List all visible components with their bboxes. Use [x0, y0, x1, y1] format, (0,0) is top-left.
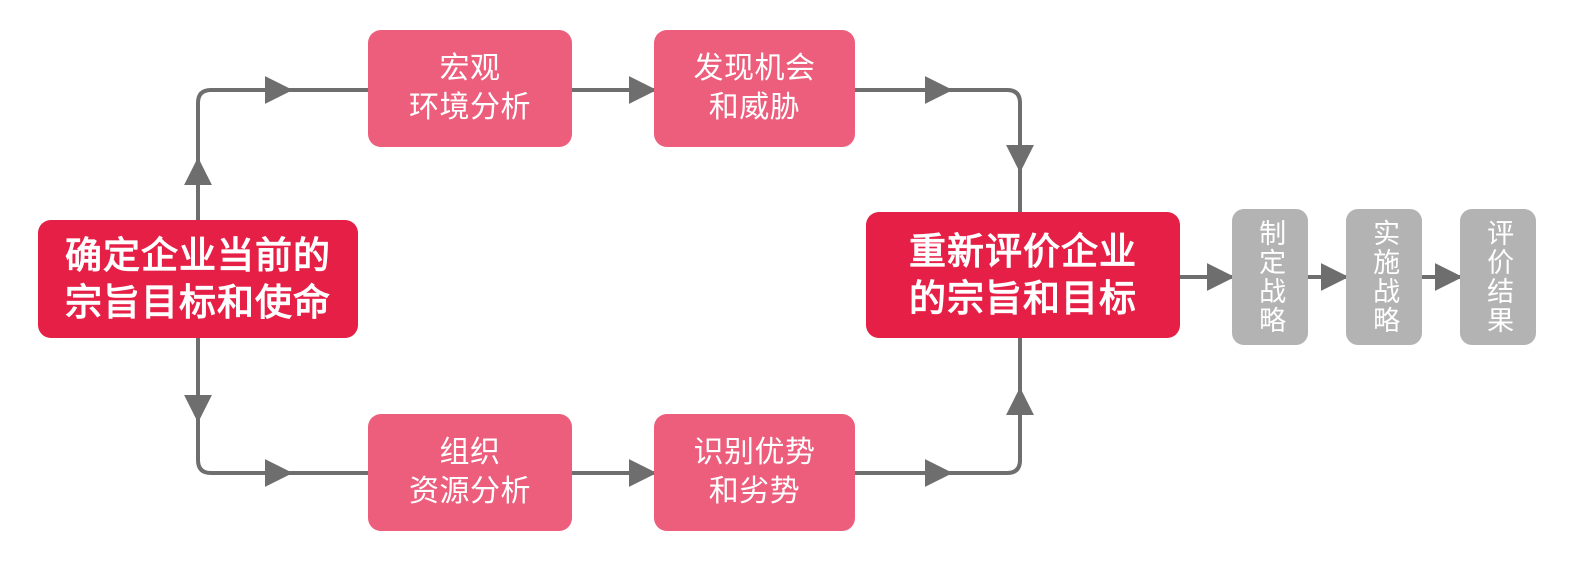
connector-strengths-to-revised	[855, 338, 1034, 487]
node-strengths-weaknesses[interactable]: 识别优势 和劣势	[654, 414, 855, 531]
connector-mission-to-macro	[184, 76, 368, 220]
node-implement-strategy[interactable]: 实施战略	[1346, 209, 1422, 345]
connector-opportunities-to-revised	[855, 76, 1034, 220]
node-evaluate-results[interactable]: 评价结果	[1460, 209, 1536, 345]
node-opportunities-threats[interactable]: 发现机会 和威胁	[654, 30, 855, 147]
node-formulate-strategy[interactable]: 制定战略	[1232, 209, 1308, 345]
node-mission-current[interactable]: 确定企业当前的 宗旨目标和使命	[38, 220, 358, 338]
connector-mission-to-resources	[184, 338, 368, 487]
node-organizational-resource-analysis[interactable]: 组织 资源分析	[368, 414, 572, 531]
node-macro-environment-analysis[interactable]: 宏观 环境分析	[368, 30, 572, 147]
node-mission-revised[interactable]: 重新评价企业 的宗旨和目标	[866, 212, 1180, 338]
